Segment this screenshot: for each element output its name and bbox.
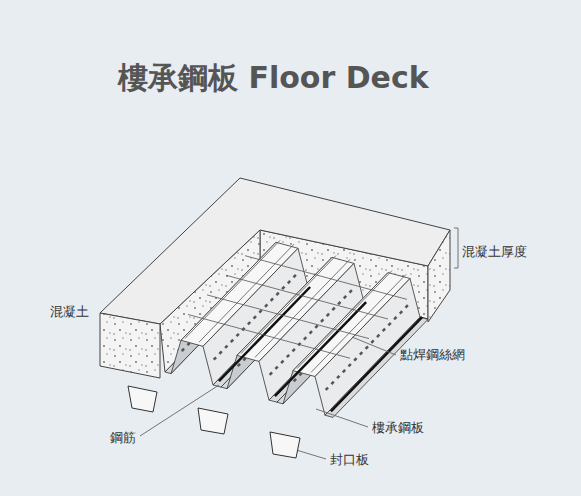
diagram-title: 樓承鋼板 Floor Deck — [118, 60, 429, 96]
deck-strip — [325, 317, 428, 417]
wire-mesh — [245, 256, 407, 300]
embossment — [400, 311, 402, 313]
embossment — [187, 343, 189, 345]
embossment — [344, 296, 346, 298]
embossment — [293, 349, 295, 351]
embossment — [219, 351, 221, 353]
embossment — [327, 314, 329, 316]
wire-mesh — [241, 256, 336, 354]
embossment — [332, 308, 334, 310]
embossment — [265, 304, 267, 306]
leader-line — [352, 337, 396, 355]
embossment — [350, 290, 352, 292]
thickness-bracket — [454, 228, 458, 268]
embossment — [259, 310, 261, 312]
embossment — [343, 370, 345, 372]
embossment — [238, 364, 240, 366]
embossment — [248, 322, 250, 324]
embossment — [182, 349, 184, 351]
embossment — [287, 355, 289, 357]
part-label: 鋼筋 — [110, 430, 136, 446]
embossment — [349, 364, 351, 366]
embossment — [237, 334, 239, 336]
embossment — [275, 367, 277, 369]
closure-plate — [198, 408, 228, 434]
wire-mesh — [255, 259, 350, 357]
embossment — [282, 287, 284, 289]
embossment — [371, 340, 373, 342]
embossment — [354, 358, 356, 360]
concrete-face — [428, 230, 450, 322]
embossment — [304, 337, 306, 339]
wire-mesh — [207, 295, 369, 339]
closure-plate — [128, 386, 157, 412]
embossment — [394, 317, 396, 319]
embossment — [406, 305, 408, 307]
embossment — [243, 358, 245, 360]
embossment — [299, 373, 301, 375]
wire-mesh — [188, 314, 350, 358]
closure-plate — [270, 432, 300, 458]
embossment — [214, 357, 216, 359]
embossment — [360, 352, 362, 354]
embossment — [366, 346, 368, 348]
embossment — [270, 372, 272, 374]
concrete-face — [100, 313, 160, 378]
embossment — [225, 346, 227, 348]
leader-line — [316, 409, 368, 427]
embossment — [281, 361, 283, 363]
embossment — [231, 340, 233, 342]
embossment — [337, 376, 339, 378]
embossment — [310, 331, 312, 333]
part-label: 混凝土 — [50, 304, 89, 320]
embossment — [338, 302, 340, 304]
part-label: 點焊鋼絲網 — [400, 347, 465, 363]
embossment — [288, 281, 290, 283]
part-label: 樓承鋼板 — [372, 420, 424, 436]
part-label: 混凝土厚度 — [462, 244, 527, 260]
embossment — [321, 319, 323, 321]
wire-mesh — [297, 271, 392, 369]
embossment — [377, 335, 379, 337]
embossment — [388, 323, 390, 325]
embossment — [383, 329, 385, 331]
rebar — [275, 302, 366, 396]
embossment — [276, 293, 278, 295]
wire-mesh — [311, 274, 406, 372]
part-label: 封口板 — [330, 452, 369, 468]
embossment — [326, 388, 328, 390]
embossment — [294, 275, 296, 277]
embossment — [315, 325, 317, 327]
embossment — [294, 379, 296, 381]
rebar — [219, 287, 310, 381]
rebar — [331, 317, 422, 411]
embossment — [271, 298, 273, 300]
concrete-top — [100, 178, 450, 324]
wire-mesh — [226, 275, 388, 319]
embossment — [331, 382, 333, 384]
embossment — [254, 316, 256, 318]
